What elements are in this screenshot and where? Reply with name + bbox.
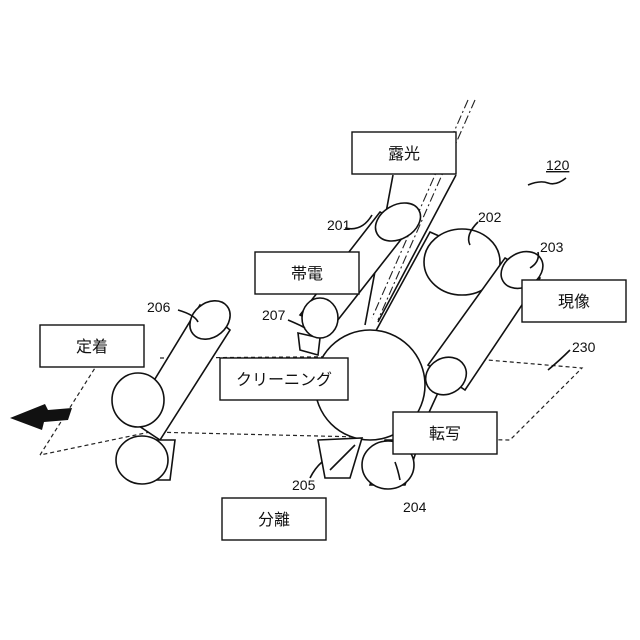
label-separation: 分離 [222, 498, 326, 540]
label-development: 現像 [522, 280, 626, 322]
fixing-unit [112, 293, 238, 484]
label-transfer: 転写 [393, 412, 497, 454]
ref-sheet: 230 [572, 339, 596, 355]
label-exposure-text: 露光 [388, 144, 420, 163]
separator [318, 438, 362, 478]
ref-charger: 201 [327, 217, 351, 233]
label-cleaning-text: クリーニング [236, 370, 332, 389]
ref-drum: 202 [478, 209, 502, 225]
ref-transfer-roller: 204 [403, 499, 427, 515]
output-arrow [10, 404, 72, 430]
label-development-text: 現像 [558, 292, 590, 311]
ref-device: 120 [546, 157, 570, 173]
ref-fixing-unit: 206 [147, 299, 171, 315]
label-fixing: 定着 [40, 325, 144, 367]
label-transfer-text: 転写 [429, 424, 461, 443]
label-fixing-text: 定着 [76, 337, 108, 356]
label-exposure: 露光 [352, 132, 456, 174]
label-charging: 帯電 [255, 252, 359, 294]
ref-cleaner: 207 [262, 307, 286, 323]
label-separation-text: 分離 [258, 510, 290, 529]
ref-separator: 205 [292, 477, 316, 493]
label-charging-text: 帯電 [291, 264, 323, 283]
ref-developer: 203 [540, 239, 564, 255]
label-cleaning: クリーニング [220, 358, 348, 400]
